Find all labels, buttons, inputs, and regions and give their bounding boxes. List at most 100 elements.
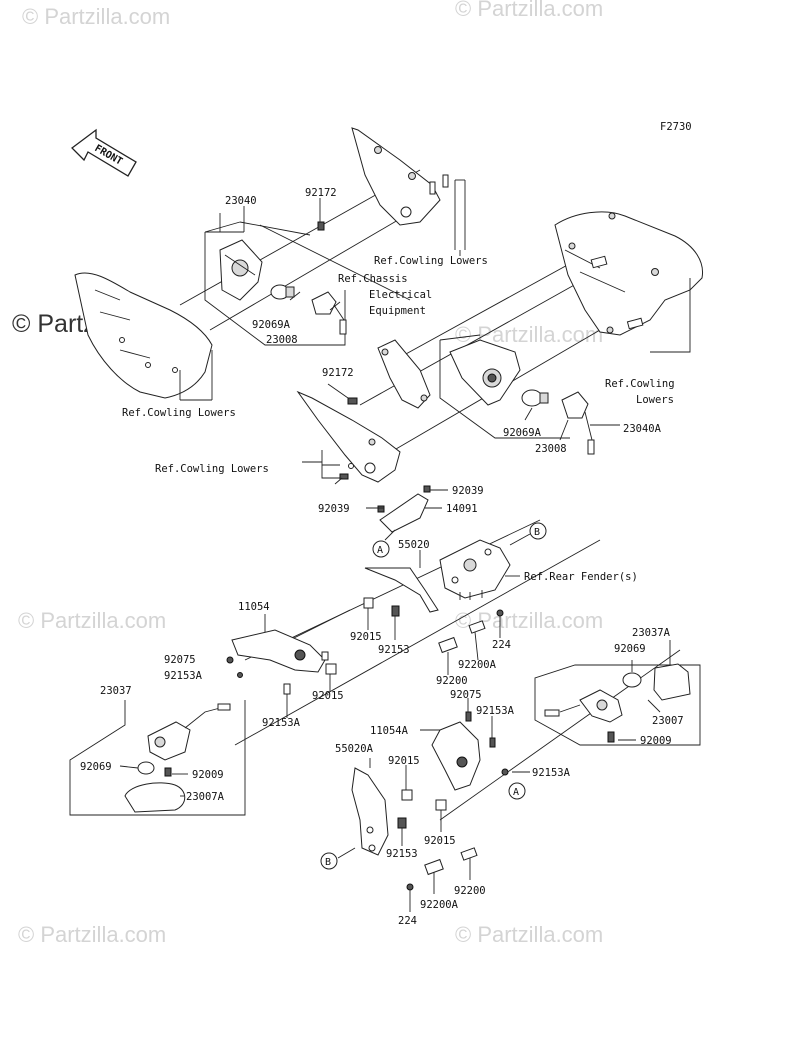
washer-92200-a [438, 636, 458, 654]
callout-a-bottom: A [508, 782, 526, 800]
label-92153A-b: 92153A [262, 717, 301, 729]
label-55020A: 55020A [335, 743, 374, 755]
bolt-92153A-c [501, 768, 509, 776]
bolt-92153-a [391, 605, 400, 617]
socket-23008-right [561, 391, 595, 455]
right-cowling-panel [554, 211, 704, 336]
screw-92009-right [607, 731, 615, 743]
label-23008-right: 23008 [535, 443, 567, 455]
bulb-92069A-left [270, 284, 295, 300]
left-cowling-panel [74, 272, 213, 399]
label-92153A-mid: 92153A [476, 705, 515, 717]
label-92200-b: 92200 [454, 885, 486, 897]
label-92015-b: 92015 [312, 690, 344, 702]
screws-top-right [429, 174, 466, 250]
label-92200-a: 92200 [436, 675, 468, 687]
bolt-92153A-left [237, 672, 243, 678]
diagram-code: F2730 [660, 121, 692, 133]
label-23007: 23007 [652, 715, 684, 727]
label-92075-left: 92075 [164, 654, 196, 666]
label-ref-rear-fender: Ref.Rear Fender(s) [524, 571, 638, 583]
label-92069-left: 92069 [80, 761, 112, 773]
label-55020: 55020 [398, 539, 430, 551]
leader-lines [119, 198, 661, 912]
label-92009-left: 92009 [192, 769, 224, 781]
label-92039-right: 92039 [452, 485, 484, 497]
svg-text:A: A [513, 787, 519, 798]
label-23037A: 23037A [632, 627, 671, 639]
bracket-11054 [231, 629, 329, 673]
bulb-92069-left [137, 761, 155, 775]
screw-92172-mid [347, 397, 358, 405]
label-92009-right: 92009 [640, 735, 672, 747]
screw-224-a [496, 609, 504, 617]
label-92039-left: 92039 [318, 503, 350, 515]
label-ref-cowling-mid: Ref.Cowling Lowers [155, 463, 269, 475]
label-224-a: 224 [492, 639, 511, 651]
bracket-11054A [431, 721, 481, 791]
screw-92172-top [317, 221, 325, 231]
bolt-92153A-mid [489, 737, 496, 748]
callout-b-top: B [529, 522, 547, 540]
bolt-92153-b [397, 817, 407, 829]
watermark-bottom-left: © Partzilla.com [18, 922, 166, 947]
label-ref-chassis-1: Ref.Chassis [338, 273, 408, 285]
front-arrow-icon: FRONT [71, 128, 137, 177]
bolt-92075-left [226, 656, 234, 664]
label-23040: 23040 [225, 195, 257, 207]
bulb-92069A-right [521, 389, 549, 407]
bracket-14091 [377, 485, 431, 533]
label-ref-chassis-3: Equipment [369, 305, 426, 317]
label-92200A-b: 92200A [420, 899, 459, 911]
spacer-92015-c [401, 789, 413, 801]
label-ref-cowling-right-1: Ref.Cowling [605, 378, 675, 390]
spacer-92015-a [363, 597, 374, 609]
label-92153A-left: 92153A [164, 670, 203, 682]
label-92172-top: 92172 [305, 187, 337, 199]
socket-23008-left [311, 291, 347, 335]
label-ref-cowling-right-2: Lowers [636, 394, 674, 406]
bolt-92153A-b [283, 683, 291, 695]
part-labels: 23040 92172 Ref.Cowling Lowers Ref.Chass… [80, 187, 684, 927]
bolt-92075-mid [465, 711, 472, 722]
ref-cowling-right-bracket [650, 278, 691, 353]
label-23037: 23037 [100, 685, 132, 697]
bracket-55020A [351, 767, 389, 856]
watermark-bottom-right: © Partzilla.com [455, 922, 603, 947]
label-23040A: 23040A [623, 423, 662, 435]
mid-left-cowling-panel [296, 390, 401, 483]
lens-23007 [653, 663, 691, 701]
callout-b-bottom: B [320, 852, 338, 870]
svg-text:B: B [534, 527, 540, 538]
bracket-55020 [364, 539, 511, 613]
washer-92200A-b [424, 858, 444, 876]
screw-92009-left [164, 767, 172, 777]
spacer-92015-d [435, 799, 447, 811]
group-box-23037 [69, 700, 246, 816]
label-92153-b: 92153 [386, 848, 418, 860]
svg-text:B: B [325, 857, 331, 868]
svg-text:A: A [377, 545, 383, 556]
washer-92200A-a [468, 620, 486, 634]
label-92172-mid: 92172 [322, 367, 354, 379]
label-92069-right: 92069 [614, 643, 646, 655]
upper-center-cowling-panel [351, 127, 441, 226]
spacer-92015-b [325, 663, 337, 675]
label-92200A-a: 92200A [458, 659, 497, 671]
label-11054: 11054 [238, 601, 270, 613]
label-92153-a: 92153 [378, 644, 410, 656]
label-92153A-c: 92153A [532, 767, 571, 779]
chassis-bracket [377, 339, 431, 409]
washer-92200-b [460, 847, 478, 861]
label-92069A-left: 92069A [252, 319, 291, 331]
callout-a-top: A [372, 540, 390, 558]
label-11054A: 11054A [370, 725, 409, 737]
label-92015-a: 92015 [350, 631, 382, 643]
group-box-23040A [439, 334, 570, 439]
label-92075-mid: 92075 [450, 689, 482, 701]
label-224-b: 224 [398, 915, 417, 927]
bulb-92069-right [622, 672, 642, 688]
label-92015-d: 92015 [424, 835, 456, 847]
turn-signal-housing-23040A [449, 339, 521, 406]
